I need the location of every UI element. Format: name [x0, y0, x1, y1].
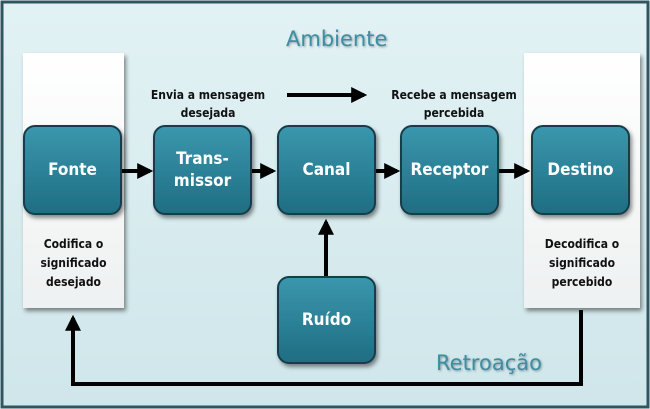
box-fonte-label: Fonte [24, 126, 121, 214]
box-transmissor [153, 125, 252, 215]
box-ruido [277, 276, 376, 364]
source-desc-line1: Codifica o [43, 237, 104, 251]
box-receptor-label: Receptor [401, 126, 498, 214]
destination-description: Decodifica o significado percebido [524, 235, 640, 292]
source-description: Codifica o significado desejado [23, 235, 124, 292]
diagram-title: Ambiente [286, 27, 388, 51]
fonte-text: Fonte [48, 160, 97, 180]
feedback-loop-arrow [65, 310, 583, 386]
received-note-line1: Recebe a mensagem [391, 88, 517, 102]
box-transmissor-label: Trans- missor [154, 126, 251, 214]
box-fonte [23, 125, 122, 215]
sent-message-note: Envia a mensagem desejada [140, 86, 276, 122]
box-canal [277, 125, 376, 215]
destino-text: Destino [547, 160, 614, 180]
dest-desc-line1: Decodifica o [544, 237, 620, 251]
source-desc-line3: desejado [46, 275, 101, 289]
sent-note-line1: Envia a mensagem [150, 88, 266, 102]
transmissor-text-line1: Trans- [176, 149, 229, 169]
canal-text: Canal [302, 160, 351, 180]
dest-desc-line3: percebido [551, 275, 613, 289]
box-receptor [400, 125, 499, 215]
box-canal-label: Canal [278, 126, 375, 214]
box-destino-label: Destino [532, 126, 629, 214]
source-desc-line2: significado [40, 256, 107, 270]
sent-note-line2: desejada [180, 106, 236, 120]
transmissor-text-line2: missor [173, 171, 232, 191]
received-note-line2: percebida [423, 106, 485, 120]
box-ruido-label: Ruído [278, 277, 375, 363]
feedback-label: Retroação [436, 351, 542, 375]
receptor-text: Receptor [410, 160, 489, 180]
box-destino [531, 125, 630, 215]
dest-desc-line2: significado [548, 256, 616, 270]
received-message-note: Recebe a mensagem percebida [384, 86, 524, 122]
ruido-text: Ruído [301, 310, 352, 330]
